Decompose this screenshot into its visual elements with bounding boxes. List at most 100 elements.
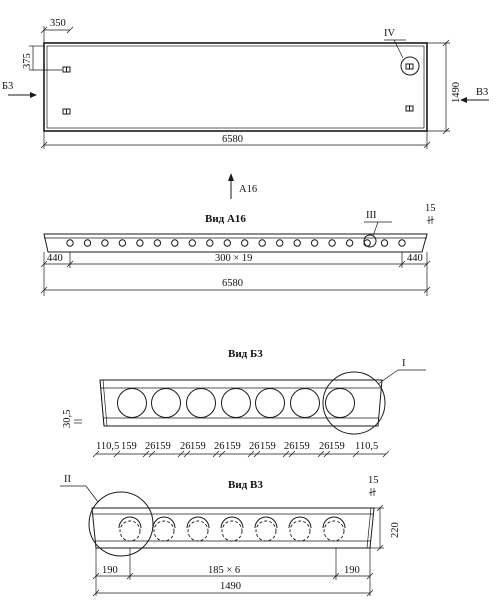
void-arc bbox=[152, 516, 176, 529]
dim-tick bbox=[183, 450, 191, 458]
arrow-right-icon bbox=[30, 92, 37, 98]
dim-tick bbox=[382, 450, 390, 458]
dim-tick bbox=[323, 450, 331, 458]
slab-side-outline bbox=[43, 233, 428, 253]
hole-mark bbox=[258, 239, 266, 247]
node-iii-circle bbox=[363, 234, 377, 248]
node-iv-label: IV bbox=[384, 28, 395, 39]
dim-6580-a16: 6580 bbox=[222, 278, 243, 289]
view-a16-title: Вид А16 bbox=[205, 213, 246, 225]
void-dashed-circle bbox=[187, 520, 209, 542]
dim-300x19: 300 × 19 bbox=[215, 253, 252, 264]
dim-tick bbox=[247, 450, 255, 458]
void-arc bbox=[186, 516, 210, 529]
hole-mark bbox=[241, 239, 249, 247]
dim-190-left: 190 bbox=[102, 565, 118, 576]
void-arc bbox=[220, 516, 244, 529]
dim-label: 26 bbox=[249, 441, 260, 452]
lift-loop-icon bbox=[62, 66, 71, 73]
dim-6580-plan: 6580 bbox=[222, 134, 243, 145]
dim-label: 26 bbox=[180, 441, 191, 452]
dim-440-left: 440 bbox=[47, 253, 63, 264]
dim-350: 350 bbox=[50, 18, 66, 29]
void-arc bbox=[254, 516, 278, 529]
lift-loop-icon bbox=[405, 63, 414, 70]
view-v3: Вид В3 II 15 220 190 185 bbox=[60, 474, 401, 597]
void-dashed-circle bbox=[119, 520, 141, 542]
dim-label: 159 bbox=[121, 441, 137, 452]
dim-1490-v3: 1490 bbox=[220, 581, 241, 592]
dim-label: 26 bbox=[319, 441, 330, 452]
hole-mark bbox=[153, 239, 162, 247]
hole-mark bbox=[188, 239, 197, 247]
void-dashed-circle bbox=[289, 520, 311, 542]
dim-label: 26 bbox=[284, 441, 295, 452]
dim-tick bbox=[177, 450, 185, 458]
void-dashed-circle bbox=[153, 520, 175, 542]
slab-outline-inner bbox=[46, 45, 425, 129]
hole-mark bbox=[328, 239, 336, 247]
hole-mark bbox=[293, 239, 301, 247]
plan-view: IV 350 375 1490 6580 Б3 В3 bbox=[2, 18, 489, 199]
void-arc bbox=[118, 516, 142, 529]
void-dashed-circle bbox=[255, 520, 277, 542]
dim-190-right: 190 bbox=[344, 565, 360, 576]
dim-15-v3: 15 bbox=[368, 475, 379, 486]
dim-tick bbox=[352, 450, 360, 458]
node-i-label: I bbox=[402, 358, 406, 369]
dim-185x6: 185 × 6 bbox=[208, 565, 240, 576]
void-circle bbox=[255, 388, 285, 418]
node-iii-label: III bbox=[366, 210, 377, 221]
cross-section-b3 bbox=[99, 379, 383, 427]
void-circle bbox=[117, 388, 147, 418]
dim-tick bbox=[218, 450, 226, 458]
dim-375: 375 bbox=[22, 53, 33, 69]
dim-tick bbox=[253, 450, 261, 458]
dim-tick bbox=[282, 450, 290, 458]
void-dashed-circle bbox=[323, 520, 345, 542]
node-ii-circle bbox=[88, 491, 154, 557]
hole-mark bbox=[310, 239, 319, 247]
dim-tick bbox=[288, 450, 296, 458]
lift-loop-icon bbox=[405, 105, 414, 112]
dim-1490-plan: 1490 bbox=[451, 82, 462, 103]
void-circle bbox=[186, 388, 216, 418]
void-arc bbox=[322, 516, 346, 529]
void-circle bbox=[151, 388, 181, 418]
dim-label: 110,5 bbox=[355, 441, 378, 452]
void-circle bbox=[325, 388, 355, 418]
dim-label: 159 bbox=[225, 441, 241, 452]
hole-mark bbox=[380, 239, 389, 247]
arrow-left-icon bbox=[460, 97, 467, 103]
hole-mark bbox=[136, 239, 144, 247]
hole-mark bbox=[118, 239, 127, 247]
hole-row bbox=[66, 239, 406, 247]
hole-mark bbox=[206, 239, 214, 247]
dim-label: 159 bbox=[294, 441, 310, 452]
lift-loop-icon bbox=[62, 108, 71, 115]
hole-mark bbox=[398, 239, 406, 247]
dim-label: 26 bbox=[214, 441, 225, 452]
dim-440-right: 440 bbox=[407, 253, 423, 264]
void-circle bbox=[290, 388, 320, 418]
arrow-up-icon bbox=[228, 173, 234, 181]
dim-label: 159 bbox=[155, 441, 171, 452]
dim-tick bbox=[148, 450, 156, 458]
hole-mark bbox=[223, 239, 232, 247]
dim-label: 26 bbox=[145, 441, 156, 452]
hole-mark bbox=[83, 239, 92, 247]
hole-mark bbox=[345, 239, 354, 247]
view-b3-title: Вид Б3 bbox=[228, 348, 263, 360]
dim-tick bbox=[212, 450, 220, 458]
void-circle bbox=[221, 388, 251, 418]
dim-tick bbox=[317, 450, 325, 458]
dim-label: 110,5 bbox=[96, 441, 119, 452]
view-a16-arrow-label: А16 bbox=[239, 184, 257, 195]
hole-mark bbox=[66, 239, 74, 247]
dim-15-a16: 15 bbox=[425, 203, 436, 214]
dim-30-5: 30,5 bbox=[62, 410, 73, 428]
slab-outline-outer bbox=[43, 42, 428, 132]
dim-tick bbox=[113, 450, 121, 458]
